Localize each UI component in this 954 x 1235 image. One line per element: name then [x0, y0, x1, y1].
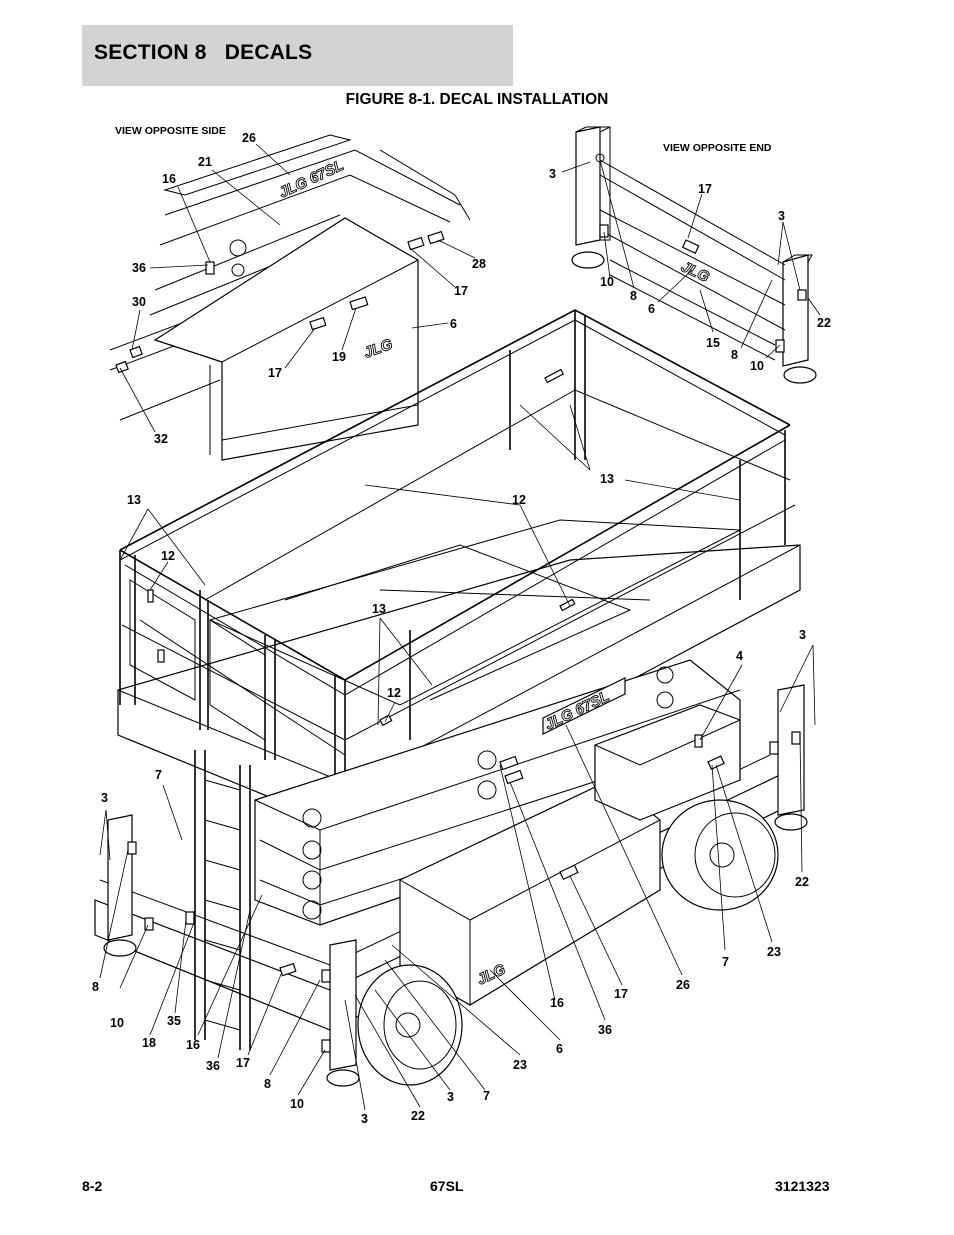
- callout-3: 3: [361, 1112, 368, 1126]
- callout-6: 6: [556, 1042, 563, 1056]
- callout-8: 8: [630, 289, 637, 303]
- callout-16: 16: [550, 996, 564, 1010]
- callout-19: 19: [332, 350, 346, 364]
- callout-17: 17: [454, 284, 468, 298]
- callout-6: 6: [450, 317, 457, 331]
- callout-10: 10: [290, 1097, 304, 1111]
- callout-17: 17: [268, 366, 282, 380]
- view-opposite-end-note: VIEW OPPOSITE END: [663, 142, 772, 154]
- callout-3: 3: [101, 791, 108, 805]
- callout-17: 17: [236, 1056, 250, 1070]
- callout-3: 3: [447, 1090, 454, 1104]
- callout-8: 8: [264, 1077, 271, 1091]
- view-opposite-side-note: VIEW OPPOSITE SIDE: [115, 125, 226, 137]
- callout-23: 23: [767, 945, 781, 959]
- callout-18: 18: [142, 1036, 156, 1050]
- callout-26: 26: [242, 131, 256, 145]
- callout-36: 36: [206, 1059, 220, 1073]
- callout-16: 16: [186, 1038, 200, 1052]
- callout-3: 3: [799, 628, 806, 642]
- end-view-inset: JLG: [561, 126, 821, 384]
- callout-7: 7: [483, 1089, 490, 1103]
- callout-21: 21: [198, 155, 212, 169]
- callout-13: 13: [372, 602, 386, 616]
- callout-26: 26: [676, 978, 690, 992]
- callout-35: 35: [167, 1014, 181, 1028]
- logo-decal-side-67sl: JLG 67SL: [276, 157, 347, 203]
- callout-12: 12: [387, 686, 401, 700]
- callout-13: 13: [127, 493, 141, 507]
- footer-doc-number: 3121323: [775, 1178, 830, 1194]
- callout-13: 13: [600, 472, 614, 486]
- callout-28: 28: [472, 257, 486, 271]
- footer-page-number: 8-2: [82, 1178, 103, 1194]
- callout-22: 22: [795, 875, 809, 889]
- callout-30: 30: [132, 295, 146, 309]
- callout-3: 3: [549, 167, 556, 181]
- callout-32: 32: [154, 432, 168, 446]
- callout-7: 7: [722, 955, 729, 969]
- section-banner: [82, 25, 513, 86]
- callout-36: 36: [598, 1023, 612, 1037]
- callout-22: 22: [817, 316, 831, 330]
- callout-15: 15: [706, 336, 720, 350]
- callout-8: 8: [92, 980, 99, 994]
- main-machine-drawing: JLG 67SL JLG: [94, 309, 816, 1111]
- callout-36: 36: [132, 261, 146, 275]
- callout-8: 8: [731, 348, 738, 362]
- callout-10: 10: [600, 275, 614, 289]
- callout-10: 10: [110, 1016, 124, 1030]
- svg-text:JLG 67SL: JLG 67SL: [277, 157, 347, 202]
- callout-12: 12: [161, 549, 175, 563]
- section-title: SECTION 8 DECALS: [94, 41, 313, 64]
- footer-model: 67SL: [430, 1178, 464, 1194]
- callout-17: 17: [698, 182, 712, 196]
- callout-3: 3: [778, 209, 785, 223]
- figure-title: FIGURE 8-1. DECAL INSTALLATION: [345, 91, 609, 108]
- callout-17: 17: [614, 987, 628, 1001]
- callout-22: 22: [411, 1109, 425, 1123]
- callout-10: 10: [750, 359, 764, 373]
- callout-12: 12: [512, 493, 526, 507]
- callout-6: 6: [648, 302, 655, 316]
- callout-16: 16: [162, 172, 176, 186]
- callout-7: 7: [155, 768, 162, 782]
- callout-23: 23: [513, 1058, 527, 1072]
- callout-4: 4: [736, 649, 743, 663]
